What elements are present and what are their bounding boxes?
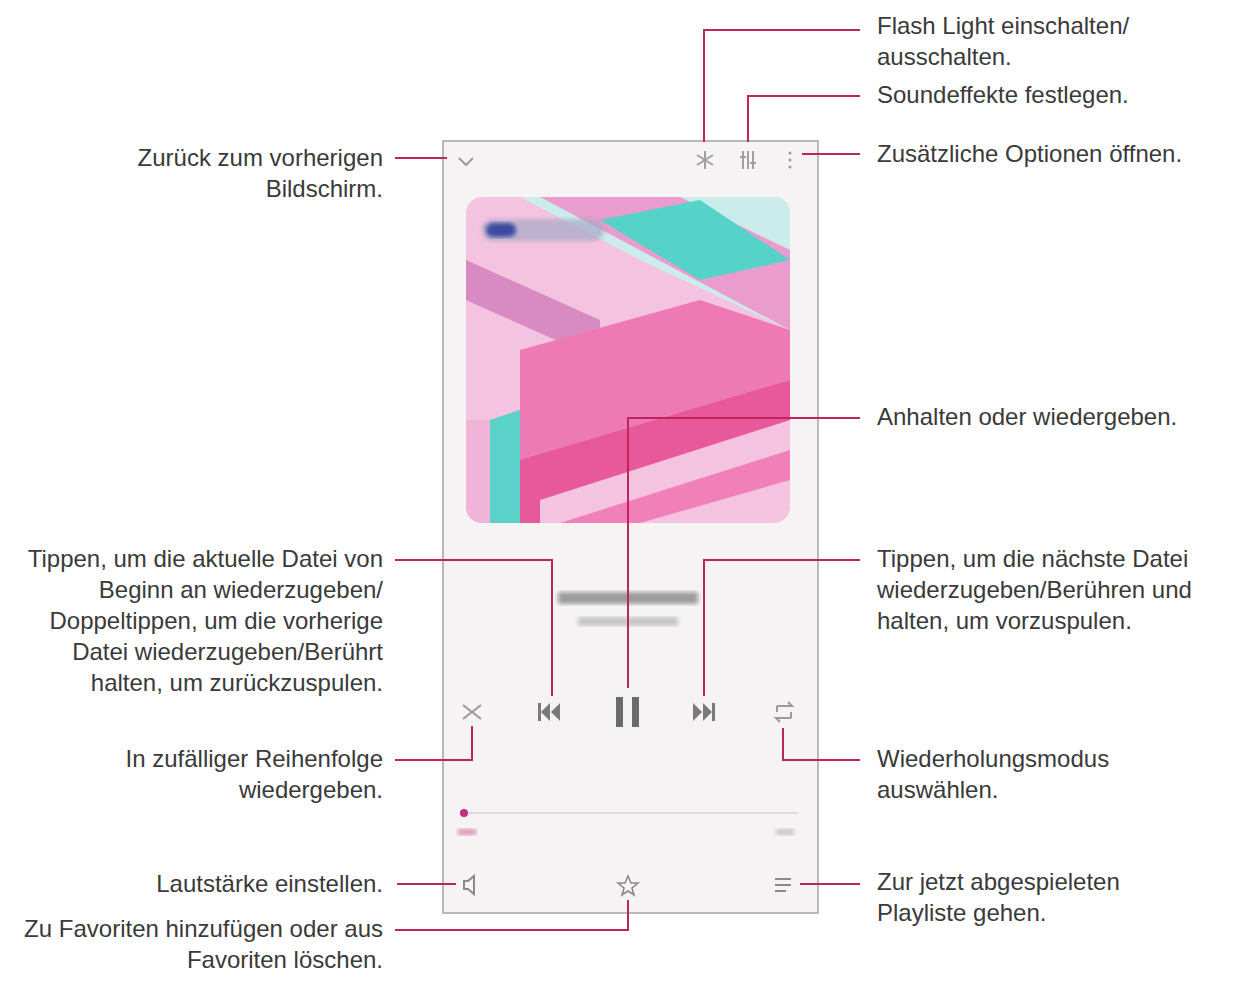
more-icon xyxy=(788,151,791,168)
progress-track xyxy=(460,812,798,814)
callout-label: Tippen, um die nächste Datei wiederzugeb… xyxy=(877,543,1239,636)
leader-line xyxy=(395,30,860,930)
callout-label: Zu Favoriten hinzufügen oder aus Favorit… xyxy=(5,913,383,975)
callout-label: Flash Light einschalten/ ausschalten. xyxy=(877,10,1207,72)
pause-icon xyxy=(616,697,639,727)
callout-label: Zurück zum vorherigen Bildschirm. xyxy=(53,142,383,204)
repeat-icon xyxy=(776,702,792,722)
next-icon xyxy=(693,703,715,721)
equalizer-icon xyxy=(740,151,756,169)
volume-icon xyxy=(464,876,474,894)
callout-label: Zur jetzt abgespieleten Playliste gehen. xyxy=(877,866,1207,928)
favorite-star xyxy=(618,876,638,895)
flash-icon xyxy=(697,151,713,169)
callout-label: Wiederholungsmodus auswählen. xyxy=(877,743,1177,805)
back-icon xyxy=(459,158,473,165)
playlist-icon xyxy=(775,879,791,891)
callout-label: Tippen, um die aktuelle Datei von Beginn… xyxy=(5,543,383,698)
blurred-time xyxy=(458,829,476,835)
progress-knob xyxy=(460,809,468,817)
previous-icon xyxy=(538,703,560,721)
phone-screen xyxy=(443,141,818,913)
callout-label: Zusätzliche Optionen öffnen. xyxy=(877,138,1239,169)
callout-label: In zufälliger Reihenfolge wiedergeben. xyxy=(53,743,383,805)
blurred-time xyxy=(776,829,794,835)
callout-label: Soundeffekte festlegen. xyxy=(877,79,1217,110)
shuffle-icon xyxy=(463,705,481,719)
callout-label: Anhalten oder wiedergeben. xyxy=(877,401,1239,432)
callout-label: Lautstärke einstellen. xyxy=(53,868,383,899)
